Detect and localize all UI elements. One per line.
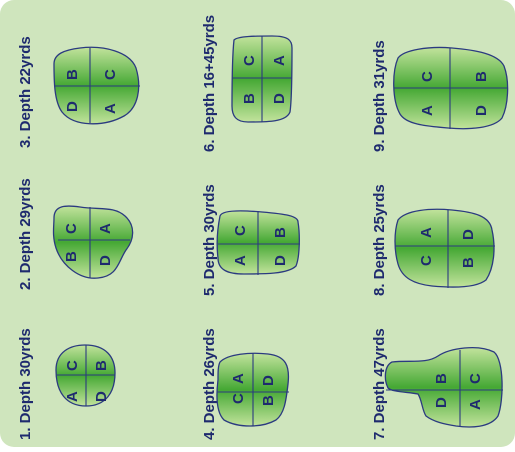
green-6: C A B D — [232, 36, 292, 122]
green-6-quadrant: B — [241, 93, 258, 104]
green-2-quadrant: B — [63, 251, 80, 262]
green-4-quadrant: D — [260, 375, 277, 386]
green-1-quadrant: D — [93, 391, 110, 402]
green-6-quadrant: A — [271, 55, 288, 66]
green-2-quadrant: C — [63, 223, 80, 234]
green-1: A C D B — [56, 345, 115, 406]
green-6-quadrant: D — [271, 93, 288, 104]
hole-2-label: 2. Depth 29yrds — [17, 178, 34, 290]
green-5-quadrant: A — [232, 255, 249, 266]
green-1-quadrant: B — [93, 360, 110, 371]
green-4-quadrant: C — [230, 393, 247, 404]
green-8-quadrant: A — [418, 227, 435, 238]
hole-3-label: 3. Depth 22yrds — [17, 36, 34, 148]
green-7-quadrant: D — [433, 397, 450, 408]
hole-8-label: 8. Depth 25yrds — [371, 184, 388, 296]
green-8: C A B D — [395, 209, 495, 288]
green-5-quadrant: C — [232, 225, 249, 236]
hole-6-label: 6. Depth 16+45yrds — [201, 15, 218, 152]
green-8-quadrant: C — [418, 255, 435, 266]
green-9-quadrant: C — [419, 71, 436, 82]
green-3-quadrant: D — [64, 101, 81, 112]
green-3-quadrant: C — [102, 69, 119, 80]
green-4: C A B D — [217, 353, 289, 426]
green-3-quadrant: B — [64, 69, 81, 80]
green-1-quadrant: C — [64, 360, 81, 371]
green-9-quadrant: D — [473, 105, 490, 116]
green-7-quadrant: C — [467, 373, 484, 384]
green-8-quadrant: B — [460, 257, 477, 268]
green-5-quadrant: B — [272, 227, 289, 238]
green-4-quadrant: B — [260, 395, 277, 406]
green-2-quadrant: D — [97, 255, 114, 266]
hole-4-label: 4. Depth 26yrds — [201, 328, 218, 440]
green-7-quadrant: A — [467, 399, 484, 410]
green-6-quadrant: C — [241, 55, 258, 66]
green-9-quadrant: B — [473, 71, 490, 82]
green-4-quadrant: A — [230, 373, 247, 384]
green-5: A C D B — [217, 211, 300, 275]
green-1-quadrant: A — [64, 391, 81, 402]
hole-5-label: 5. Depth 30yrds — [201, 184, 218, 296]
green-3: B C D A — [54, 47, 140, 123]
hole-1-label: 1. Depth 30yrds — [17, 328, 34, 440]
green-7-quadrant: B — [433, 373, 450, 384]
green-8-quadrant: D — [460, 229, 477, 240]
hole-7-label: 7. Depth 47yrds — [371, 328, 388, 440]
green-2-quadrant: A — [97, 223, 114, 234]
hole-9-label: 9. Depth 31yrds — [371, 40, 388, 152]
green-9-quadrant: A — [419, 105, 436, 116]
green-5-quadrant: D — [272, 255, 289, 266]
green-9: A C D B — [394, 47, 508, 129]
green-3-quadrant: A — [102, 103, 119, 114]
